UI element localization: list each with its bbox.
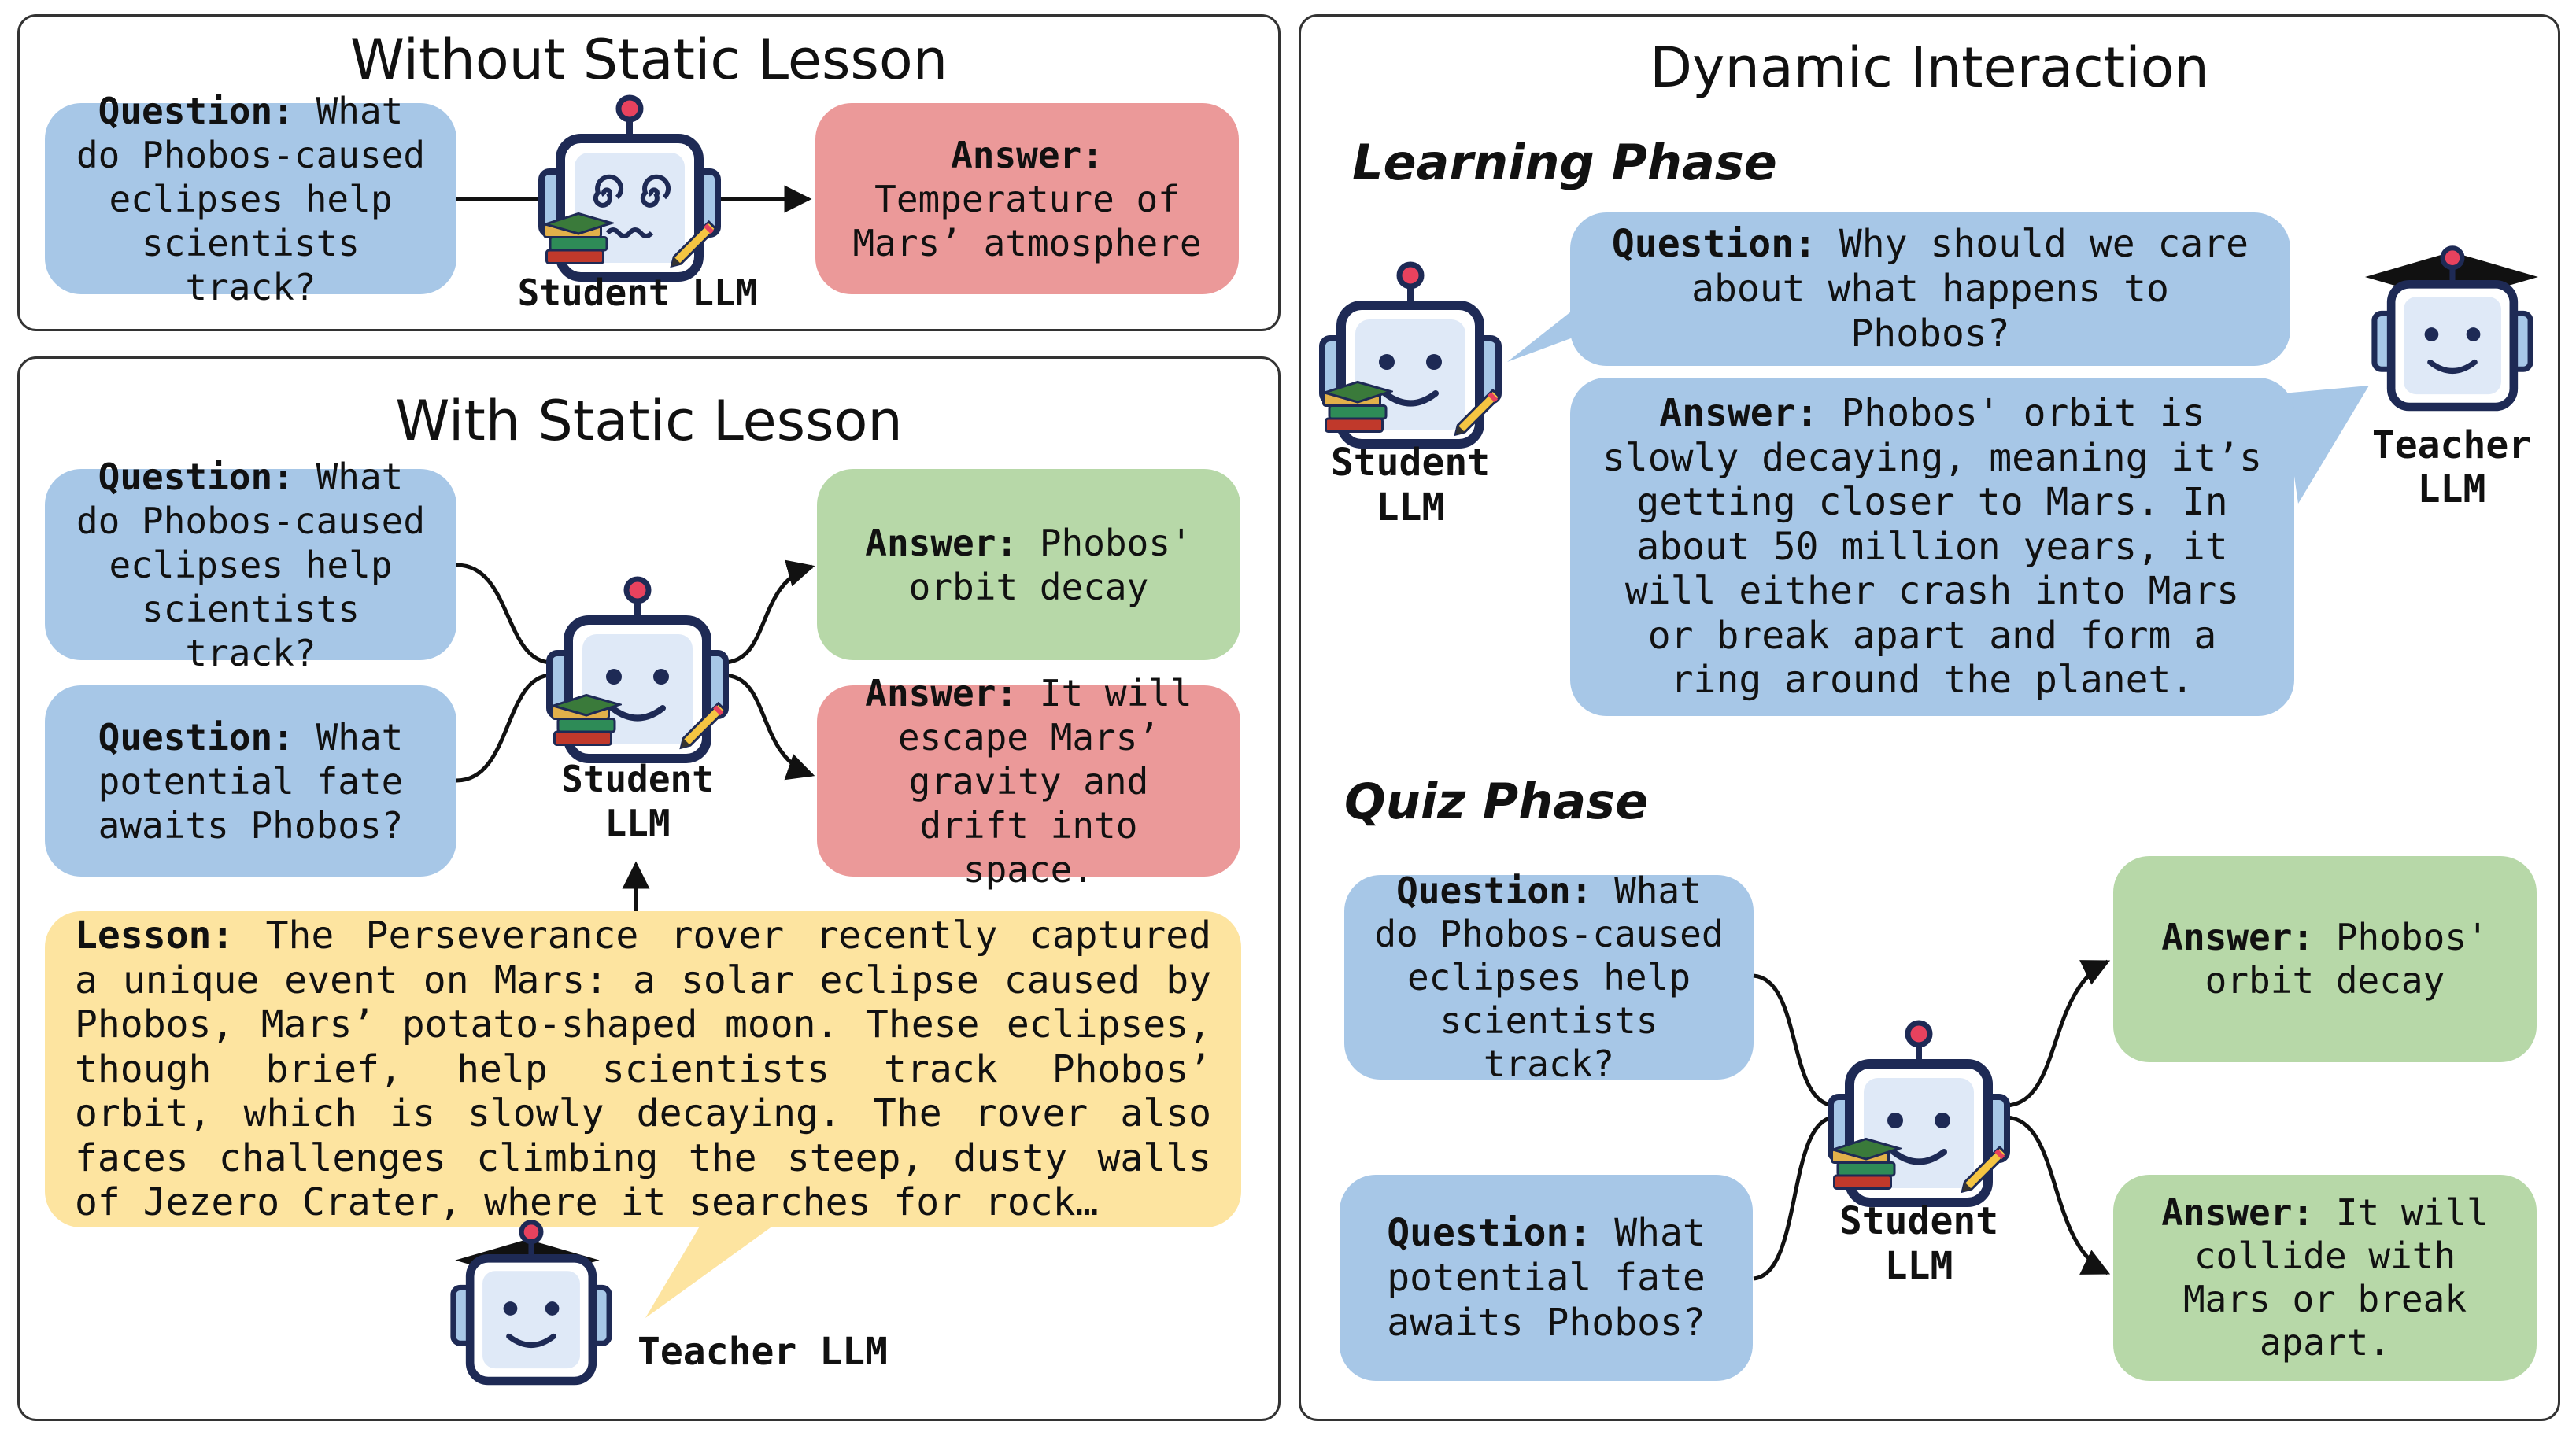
question-bubble-1: Question: What do Phobos-caused eclipses… [45, 456, 456, 674]
question-text: What potential fate awaits Phobos? [98, 715, 404, 847]
learn-answer-bubble: Answer: Phobos' orbit is slowly decaying… [1570, 378, 2294, 716]
quiz-question-bubble-1: Question: What do Phobos-caused eclipses… [1344, 869, 1754, 1085]
panel-title: Dynamic Interaction [1650, 35, 2209, 100]
question-key: Question: [1611, 222, 1817, 266]
books-icon [1831, 1136, 1902, 1196]
quiz-phase-heading: Quiz Phase [1344, 773, 1649, 830]
answer-text: Temperature of Mars’ atmosphere [852, 177, 1202, 264]
panel-title: With Static Lesson [395, 389, 903, 453]
answer-key: Answer: [1659, 391, 1819, 436]
answer-key: Answer: [865, 521, 1018, 564]
quiz-answer-bubble-2: Answer: It will collide with Mars or bre… [2113, 1175, 2537, 1381]
pencil-icon [1952, 1143, 2010, 1201]
answer-text: It will collide with Mars or break apart… [2182, 1191, 2489, 1364]
question-text: What do Phobos-caused eclipses help scie… [76, 89, 426, 308]
student-llm-label: Student LLM [517, 271, 758, 314]
student-llm-label: Student LLM [561, 758, 714, 844]
learning-phase-heading: Learning Phase [1352, 134, 1777, 191]
student-llm-label: Student LLM [1330, 441, 1491, 530]
student-llm-label: Student LLM [1839, 1199, 1999, 1288]
question-text: Why should we care about what happens to… [1691, 222, 2249, 356]
answer-text: It will escape Mars’ gravity and drift i… [897, 671, 1192, 891]
panel-title: Without Static Lesson [349, 28, 948, 92]
answer-text: Phobos' orbit decay [908, 521, 1192, 608]
answer-bubble: Answer:Temperature of Mars’ atmosphere [815, 103, 1239, 294]
question-key: Question: [98, 89, 294, 132]
quiz-answer-bubble-1: Answer: Phobos' orbit decay [2113, 856, 2537, 1062]
answer-text: Phobos' orbit is slowly decaying, meanin… [1602, 391, 2263, 703]
answer-text: Phobos' orbit decay [2205, 916, 2489, 1002]
question-key: Question: [98, 455, 294, 498]
question-text: What potential fate awaits Phobos? [1387, 1210, 1706, 1345]
question-text: What do Phobos-caused eclipses help scie… [76, 455, 426, 674]
question-key: Question: [1396, 869, 1593, 912]
answer-key: Answer: [951, 133, 1103, 176]
quiz-question-bubble-2: Question: What potential fate awaits Pho… [1340, 1175, 1753, 1381]
answer-key: Answer: [865, 671, 1018, 714]
answer-key: Answer: [2161, 916, 2315, 958]
lesson-text: The Perseverance rover recently captured… [75, 914, 1212, 1225]
teacher-llm-label: Teacher LLM [2371, 423, 2532, 511]
answer-bubble-2: Answer: It will escape Mars’ gravity and… [817, 672, 1240, 891]
learn-question-bubble: Question: Why should we care about what … [1570, 212, 2290, 366]
question-key: Question: [1387, 1210, 1592, 1255]
answer-bubble-1: Answer: Phobos' orbit decay [817, 469, 1240, 660]
question-key: Question: [98, 715, 294, 759]
lesson-bubble: Lesson: The Perseverance rover recently … [45, 911, 1241, 1227]
answer-key: Answer: [2161, 1191, 2315, 1234]
question-bubble: Question: What do Phobos-caused eclipses… [45, 90, 456, 308]
question-text: What do Phobos-caused eclipses help scie… [1374, 869, 1724, 1085]
lesson-key: Lesson: [75, 914, 235, 958]
teacher-llm-label: Teacher LLM [638, 1330, 888, 1374]
question-bubble-2: Question: What potential fate awaits Pho… [45, 685, 456, 877]
